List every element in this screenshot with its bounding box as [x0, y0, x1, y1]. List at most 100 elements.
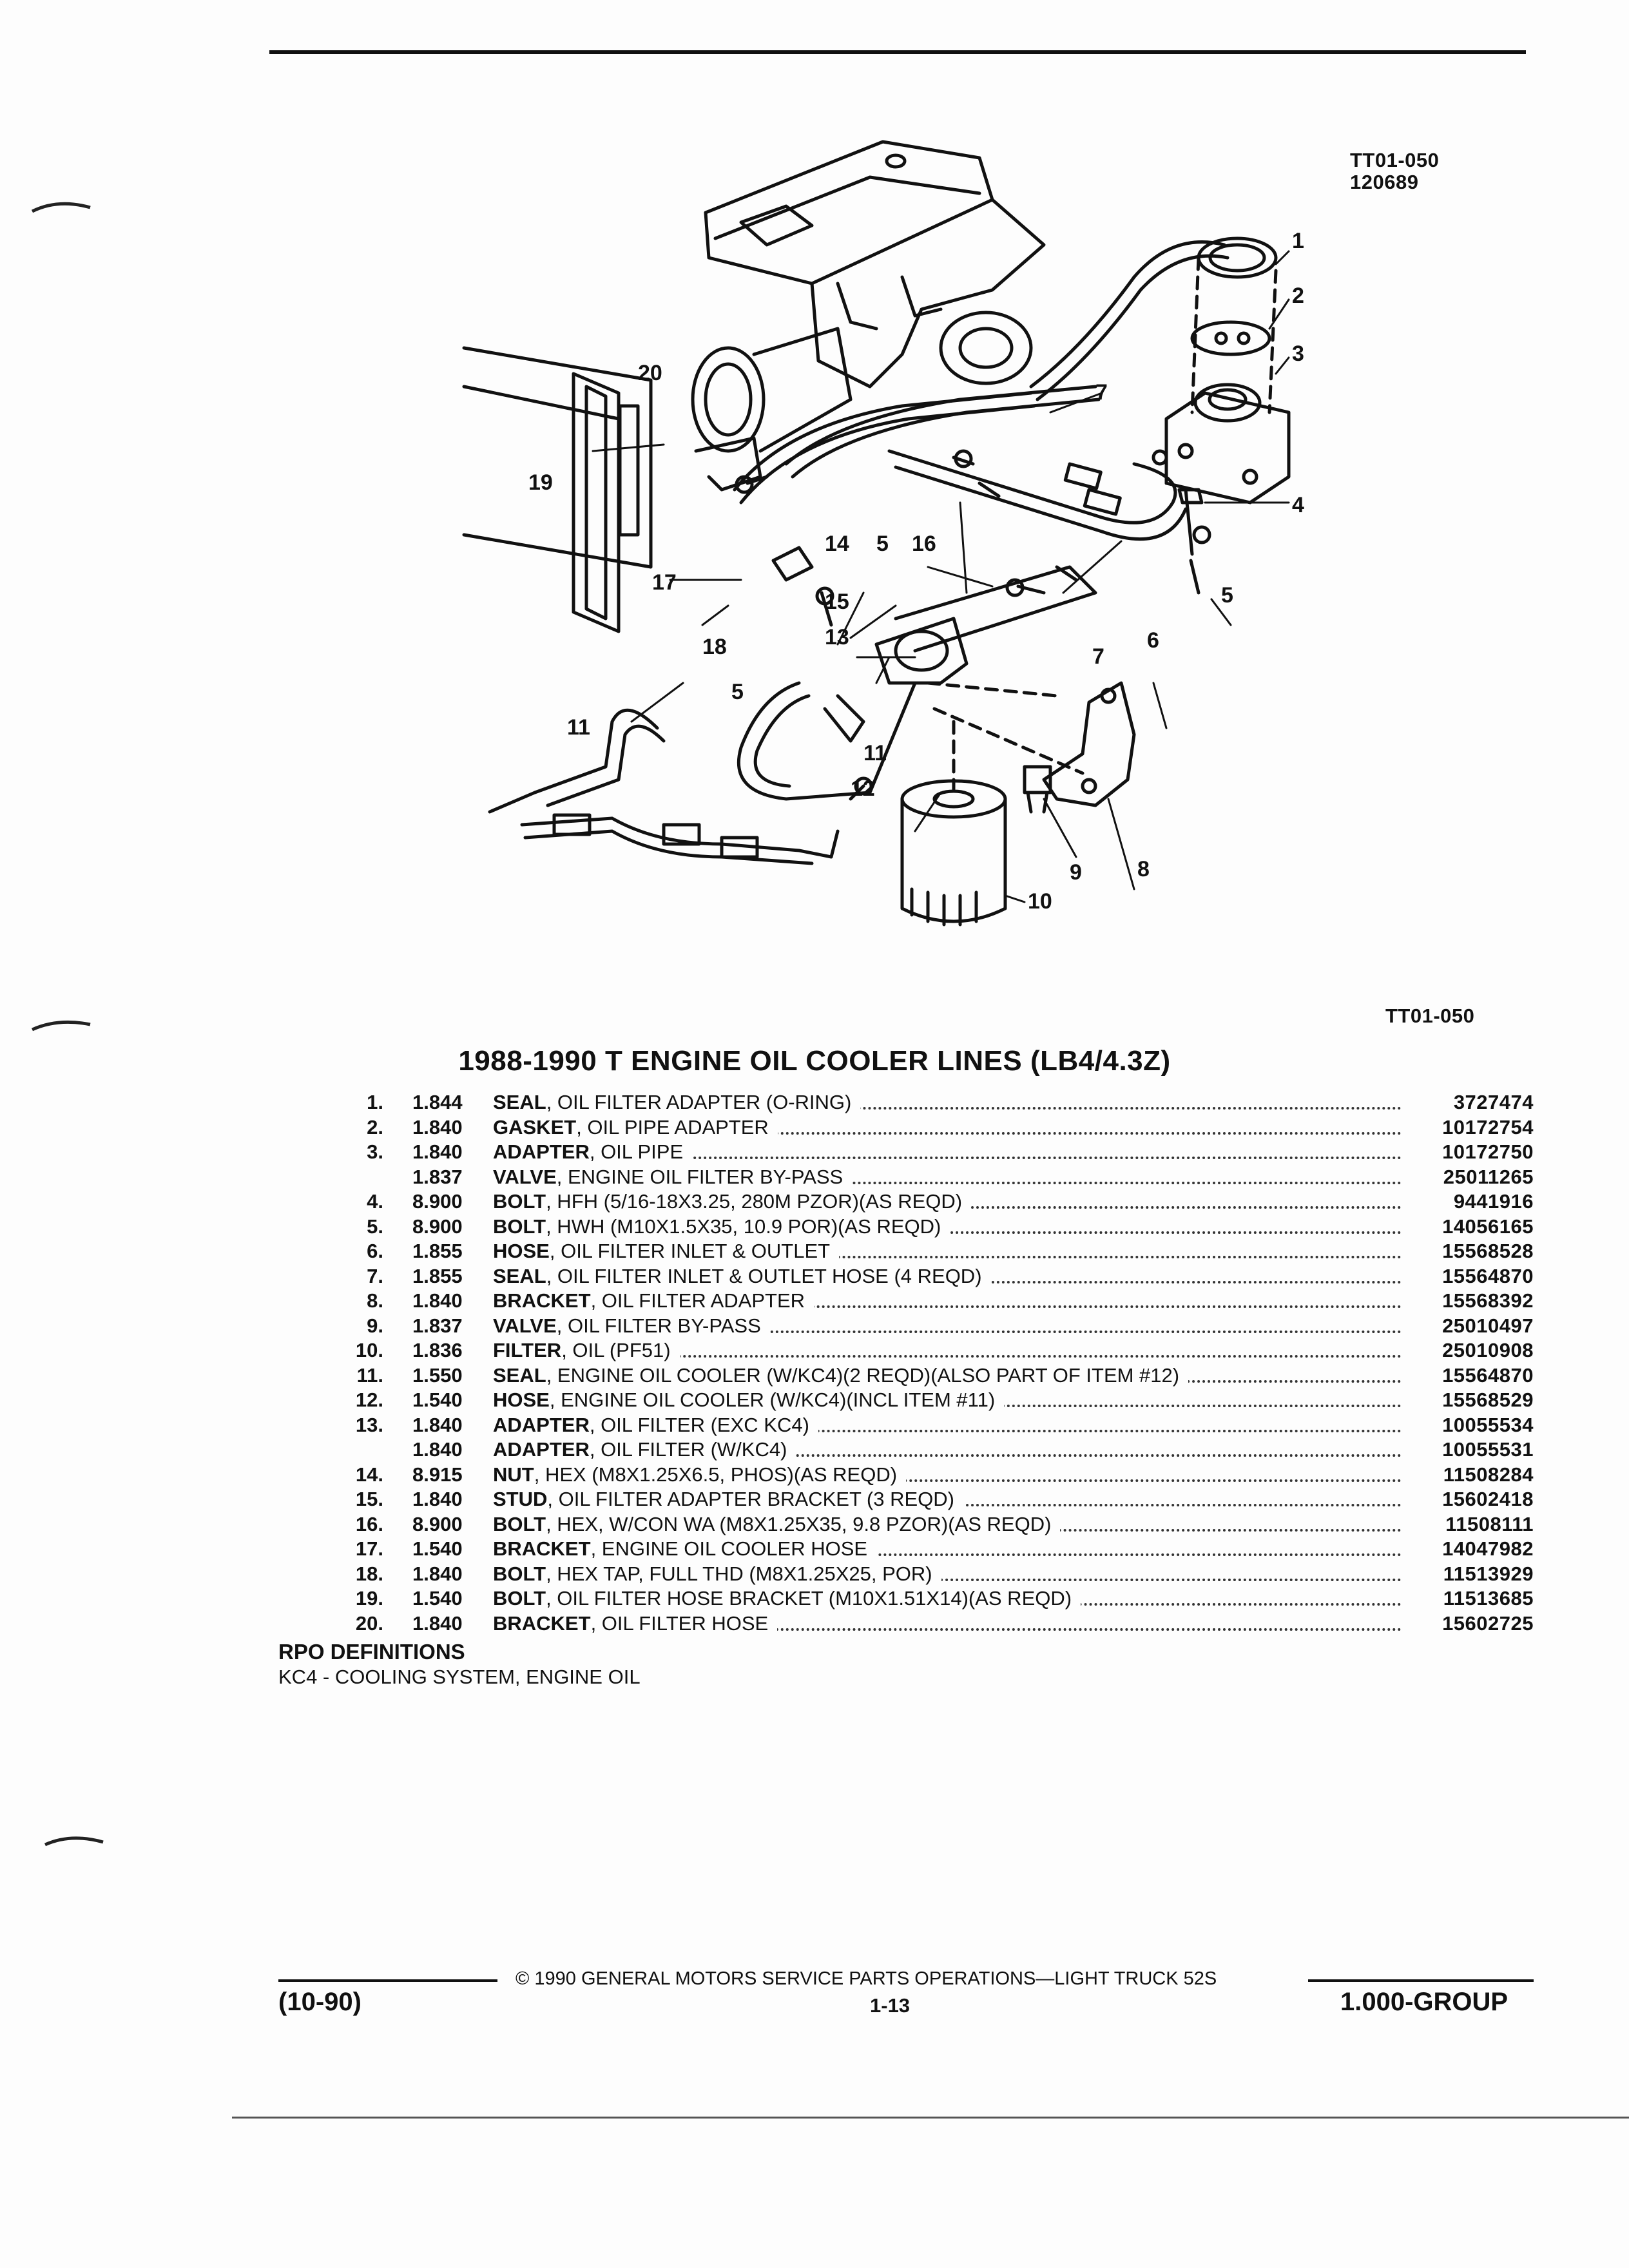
svg-text:9: 9	[1070, 860, 1082, 885]
page-title: 1988-1990 T ENGINE OIL COOLER LINES (LB4…	[458, 1045, 1171, 1077]
part-name: ADAPTER	[493, 1413, 590, 1436]
group-number: 8.915	[412, 1463, 463, 1486]
engine-oil-cooler-hose	[488, 681, 917, 865]
rpo-heading: RPO DEFINITIONS	[278, 1640, 465, 1664]
parts-row: 7. 1.855 SEAL, OIL FILTER INLET & OUTLET H…	[335, 1264, 1534, 1289]
part-detail: , OIL FILTER INLET & OUTLET HOSE (4 REQD…	[546, 1264, 982, 1287]
item-number: 3.	[367, 1140, 383, 1163]
part-name: SEAL	[493, 1264, 546, 1287]
svg-text:16: 16	[912, 532, 936, 556]
page-number: 1-13	[870, 1994, 911, 2017]
part-detail: , OIL (PF51)	[561, 1339, 671, 1361]
part-description: SEAL, OIL FILTER ADAPTER (O-RING)	[493, 1090, 1402, 1115]
item-number: 19.	[355, 1587, 383, 1610]
item-number: 16.	[355, 1512, 383, 1535]
part-description: ADAPTER, OIL FILTER (W/KC4)	[493, 1437, 1402, 1462]
part-description: BOLT, OIL FILTER HOSE BRACKET (M10X1.51X…	[493, 1586, 1402, 1611]
item-number: 2.	[367, 1115, 383, 1139]
item-number: 10.	[355, 1339, 383, 1361]
exploded-parts-diagram: 1 2 3 4 5 6 7 7 8 9 10 11 11 12 13 14 15…	[462, 140, 1304, 927]
group-number: 1.840	[412, 1488, 463, 1510]
part-number: 15564870	[1442, 1363, 1534, 1387]
part-description: BOLT, HFH (5/16-18X3.25, 280M PZOR)(AS R…	[493, 1189, 1402, 1214]
part-number: 10055534	[1442, 1413, 1534, 1436]
bracket-20	[694, 436, 762, 492]
part-detail: , OIL FILTER (EXC KC4)	[589, 1413, 809, 1436]
bolt-4	[1177, 488, 1204, 595]
group-number: 1.540	[412, 1537, 463, 1560]
svg-text:3: 3	[1292, 341, 1304, 366]
fasteners	[735, 449, 1211, 801]
part-detail: , OIL FILTER BY-PASS	[556, 1314, 761, 1337]
group-number: 1.840	[412, 1115, 463, 1139]
part-name: VALVE	[493, 1314, 557, 1337]
part-description: STUD, OIL FILTER ADAPTER BRACKET (3 REQD…	[493, 1487, 1402, 1512]
part-number: 10172754	[1442, 1115, 1534, 1139]
group-number: 1.540	[412, 1389, 463, 1411]
part-name: BRACKET	[493, 1537, 591, 1560]
part-description: ADAPTER, OIL FILTER (EXC KC4)	[493, 1413, 1402, 1437]
part-detail: , ENGINE OIL COOLER (W/KC4)(INCL ITEM #1…	[549, 1389, 996, 1411]
svg-text:11: 11	[863, 741, 887, 765]
parts-row: 1.837 VALVE, ENGINE OIL FILTER BY-PASS 250…	[335, 1165, 1534, 1190]
group-number: 1.840	[412, 1289, 463, 1312]
part-number: 15564870	[1442, 1264, 1534, 1287]
group-number: 1.844	[412, 1091, 463, 1113]
part-detail: , ENGINE OIL COOLER (W/KC4)(2 REQD)(ALSO…	[546, 1363, 1180, 1387]
part-description: VALVE, ENGINE OIL FILTER BY-PASS	[493, 1165, 1402, 1189]
callout-leaders	[592, 250, 1290, 903]
svg-text:8: 8	[1137, 857, 1150, 881]
diagram-code-bottom: TT01-050	[1385, 1004, 1475, 1027]
item-number: 11.	[356, 1363, 383, 1387]
part-detail: , OIL FILTER INLET & OUTLET	[549, 1240, 831, 1262]
part-number: 15568392	[1442, 1289, 1534, 1312]
group-number: 1.840	[412, 1413, 463, 1436]
bottom-scan-line	[232, 2117, 1629, 2119]
group-number: 1.837	[412, 1165, 463, 1188]
item-number: 20.	[355, 1611, 383, 1635]
group-number: 1.837	[412, 1314, 463, 1337]
svg-text:17: 17	[652, 570, 677, 595]
group-number: 8.900	[412, 1215, 463, 1238]
item-number: 6.	[367, 1240, 383, 1262]
bracket-17	[771, 546, 814, 582]
item-number: 14.	[355, 1463, 383, 1486]
part-number: 3727474	[1453, 1091, 1534, 1113]
part-description: SEAL, OIL FILTER INLET & OUTLET HOSE (4 …	[493, 1264, 1402, 1289]
engine-illustration	[691, 140, 1046, 453]
diagram-code: TT01-050	[1350, 149, 1440, 171]
part-number: 14047982	[1442, 1537, 1534, 1560]
item-number: 18.	[355, 1562, 383, 1585]
part-description: HOSE, ENGINE OIL COOLER (W/KC4)(INCL ITE…	[493, 1388, 1402, 1412]
svg-text:19: 19	[528, 470, 553, 495]
part-description: BOLT, HWH (M10X1.5X35, 10.9 POR)(AS REQD…	[493, 1215, 1402, 1239]
top-rule	[269, 50, 1526, 54]
part-description: BRACKET, OIL FILTER ADAPTER	[493, 1289, 1402, 1313]
svg-text:15: 15	[825, 590, 849, 614]
svg-text:2: 2	[1292, 284, 1304, 308]
part-number: 15602418	[1442, 1488, 1534, 1510]
part-number: 10055531	[1442, 1438, 1534, 1461]
svg-text:7: 7	[1092, 644, 1104, 669]
part-detail: , OIL PIPE ADAPTER	[576, 1115, 769, 1139]
part-number: 25011265	[1443, 1165, 1534, 1188]
part-name: BOLT	[493, 1562, 546, 1585]
group-number: 1.840	[412, 1562, 463, 1585]
part-number: 11513929	[1443, 1562, 1534, 1585]
part-detail: , HFH (5/16-18X3.25, 280M PZOR)(AS REQD)	[546, 1190, 963, 1213]
group-number: 1.855	[412, 1264, 463, 1287]
svg-text:20: 20	[638, 361, 662, 385]
item-number: 7.	[367, 1264, 383, 1287]
part-name: SEAL	[493, 1091, 546, 1113]
part-name: STUD	[493, 1488, 548, 1510]
svg-text:18: 18	[702, 635, 727, 659]
